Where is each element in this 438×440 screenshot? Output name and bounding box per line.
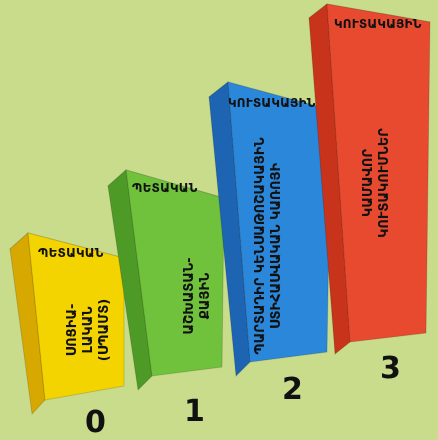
pillar-2-number: 2 [282, 372, 303, 407]
pillar-2 [207, 81, 333, 378]
pillar-2-side-label: ՊԱՐՏԱԴԻՐ ԿԵՆՍԱԹՈՇԱԿԱՅԻՆ ՍՏԻՀԱՍՎԱԿԱՆ ԿԱՌՈ… [253, 131, 293, 361]
pillar-3-number: 3 [380, 351, 401, 386]
pillar-3-side-label: ԿԱՄԱՎՈՐ ԿՈՒՏԱԿՈՒՄՆԵՐ [361, 98, 401, 268]
pillar-3-top-label: ԿՈՒՏԱԿԱՅԻՆ [334, 17, 422, 31]
pillar-0-side-line-2: ԼԱԿԱՆ [81, 306, 96, 354]
pillar-2-top-label: ԿՈՒՏԱԿԱՅԻՆ [228, 96, 316, 110]
pillar-1-top-label: ՊԵՏԱԿԱՆ [132, 181, 198, 195]
pillar-3-side-line-2: ԿՈՒՏԱԿՈՒՄՆԵՐ [377, 128, 392, 238]
pillar-1 [106, 168, 226, 392]
pillar-2-side-line-1: ՊԱՐՏԱԴԻՐ ԿԵՆՍԱԹՈՇԱԿԱՅԻՆ [253, 137, 268, 355]
pillar-2-front [227, 81, 332, 363]
pillar-0 [8, 231, 125, 416]
pillar-0-side-line-3: (ՍՊԱՄՏ) [97, 298, 112, 362]
pillar-1-front [125, 169, 225, 377]
pillar-0-side-label: ՍՈՑԻԱ- ԼԱԿԱՆ (ՍՊԱՄՏ) [65, 275, 125, 385]
pillar-0-front [27, 232, 125, 401]
pillar-1-number: 1 [184, 394, 205, 429]
pillar-0-top-label: ՊԵՏԱԿԱՆ [38, 246, 104, 260]
pillar-0-side-line-1: ՍՈՑԻԱ- [65, 303, 80, 357]
pillar-1-side-line-2: ՔԱՅԻՆ [198, 272, 213, 320]
pillar-3-front [326, 3, 431, 343]
pillar-3 [307, 3, 431, 355]
pillar-1-side-label: ԱՇԽԱՏԱՆ- ՔԱՅԻՆ [182, 236, 222, 356]
pillar-0-number: 0 [85, 405, 106, 440]
pillar-3-side-line-1: ԿԱՄԱՎՈՐ [361, 149, 376, 218]
pillar-1-side-line-1: ԱՇԽԱՏԱՆ- [182, 257, 197, 335]
pillar-2-side-line-2: ՍՏԻՀԱՍՎԱԿԱՆ ԿԱՌՈՅԻ [269, 162, 284, 330]
